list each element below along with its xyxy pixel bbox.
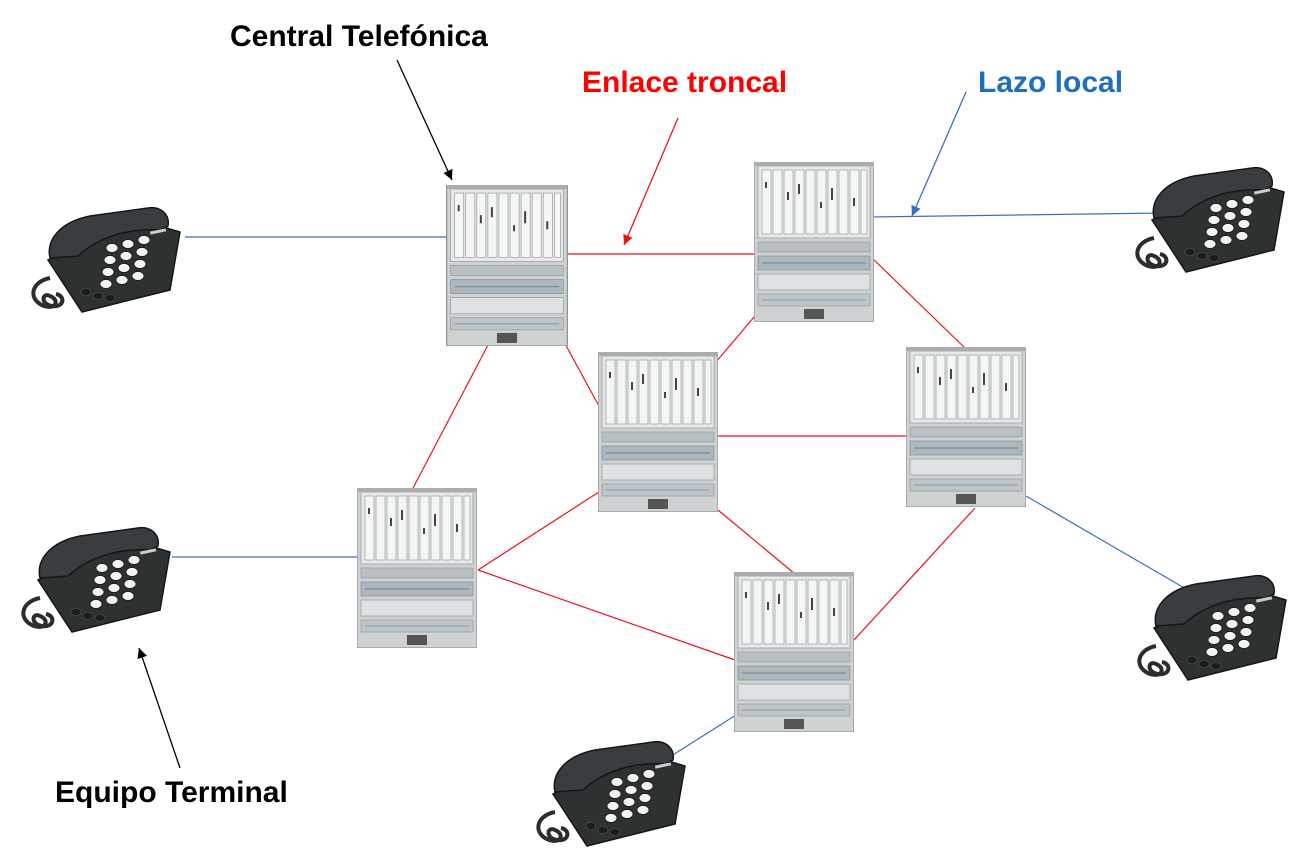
desk-telephone-icon: [536, 739, 687, 848]
trunk-link-line: [871, 257, 966, 349]
local-loop-lines: [172, 212, 1206, 759]
enlace-pointer-arrow: [623, 117, 679, 246]
trunk-link-line: [411, 344, 489, 491]
trunk-link-line: [477, 569, 736, 661]
desk-telephone-icon: [31, 205, 182, 314]
trunk-link-lines: [411, 253, 976, 661]
local-loop-line: [667, 714, 737, 759]
terminal-pointer-arrow: [137, 647, 181, 769]
central-telefonica-label: Central Telefónica: [230, 20, 488, 53]
lazo-local-label: Lazo local: [978, 66, 1124, 99]
local-loop-line: [871, 212, 1166, 218]
trunk-link-line: [717, 509, 796, 575]
trunk-link-line: [715, 309, 761, 363]
enlace-troncal-label: Enlace troncal: [582, 66, 788, 99]
telephone-exchange-rack-icon: [598, 352, 718, 512]
telephone-exchange-rack-icon: [357, 488, 477, 648]
telephone-exchange-rack-icon: [446, 185, 568, 346]
desk-telephone-icon: [1135, 165, 1286, 274]
desk-telephone-icon: [1137, 573, 1288, 682]
central-pointer-arrow: [396, 59, 453, 181]
equipo-terminal-label: Equipo Terminal: [55, 776, 288, 809]
lazo-pointer-arrow: [911, 91, 967, 217]
trunk-link-line: [562, 339, 601, 409]
trunk-link-line: [853, 507, 976, 641]
telephone-exchange-group: [357, 162, 1026, 732]
local-loop-line: [1025, 495, 1206, 601]
telephone-exchange-rack-icon: [734, 572, 854, 732]
telephone-exchange-rack-icon: [754, 162, 874, 322]
telephone-exchange-rack-icon: [906, 347, 1026, 507]
trunk-link-line: [477, 489, 603, 571]
desk-telephone-icon: [21, 525, 173, 634]
